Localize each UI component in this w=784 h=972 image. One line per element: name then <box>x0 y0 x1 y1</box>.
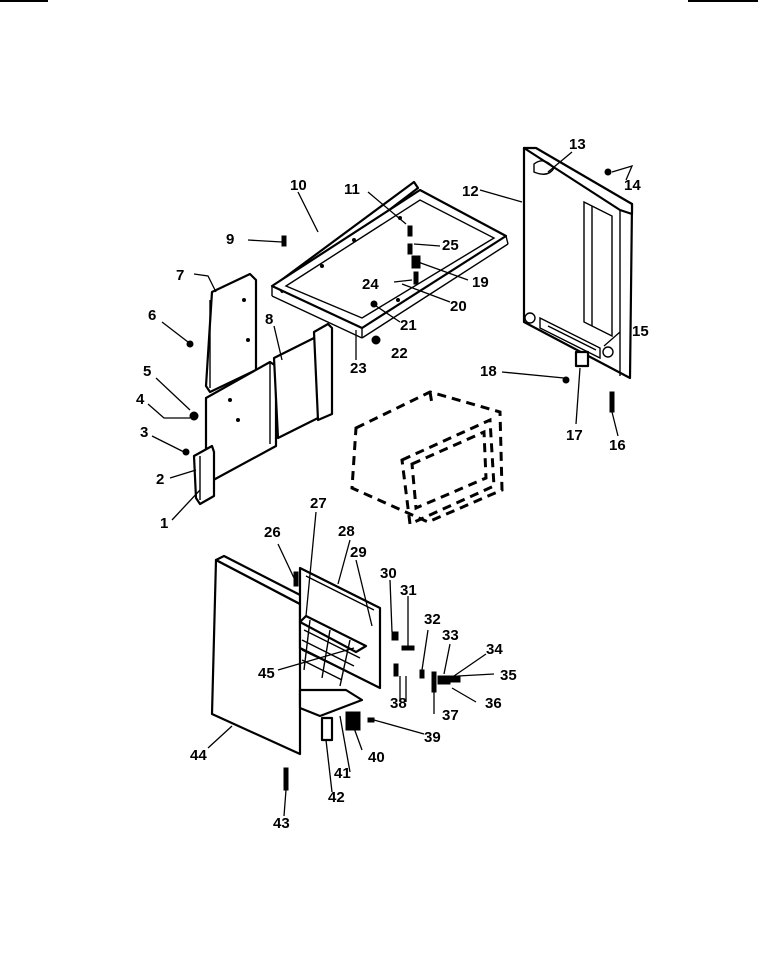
callout-26: 26 <box>264 524 281 541</box>
top-edge-mark-left <box>0 0 48 2</box>
callout-14: 14 <box>624 177 641 194</box>
callout-1: 1 <box>160 515 168 532</box>
callout-16: 16 <box>609 437 626 454</box>
left-side-panel <box>192 272 334 506</box>
callout-3: 3 <box>140 424 148 441</box>
callout-2: 2 <box>156 471 164 488</box>
callout-31: 31 <box>400 582 417 599</box>
callout-36: 36 <box>485 695 502 712</box>
callout-30: 30 <box>380 565 397 582</box>
callout-40: 40 <box>368 749 385 766</box>
callout-10: 10 <box>290 177 307 194</box>
callout-37: 37 <box>442 707 459 724</box>
callout-18: 18 <box>480 363 497 380</box>
callout-33: 33 <box>442 627 459 644</box>
top-panel <box>270 180 509 339</box>
callout-17: 17 <box>566 427 583 444</box>
callout-6: 6 <box>148 307 156 324</box>
callout-23: 23 <box>350 360 367 377</box>
callout-38: 38 <box>390 695 407 712</box>
oven-rack <box>298 614 368 687</box>
callout-35: 35 <box>500 667 517 684</box>
callout-24: 24 <box>362 276 379 293</box>
callout-8: 8 <box>265 311 273 328</box>
callout-22: 22 <box>391 345 408 362</box>
callout-5: 5 <box>143 363 151 380</box>
callout-20: 20 <box>450 298 467 315</box>
callout-25: 25 <box>442 237 459 254</box>
door-assembly <box>210 554 382 756</box>
callout-27: 27 <box>310 495 327 512</box>
callout-21: 21 <box>400 317 417 334</box>
leader-lines <box>147 151 634 817</box>
callout-43: 43 <box>273 815 290 832</box>
hardware-fasteners <box>182 168 615 791</box>
callout-45: 45 <box>258 665 275 682</box>
callout-13: 13 <box>569 136 586 153</box>
top-edge-mark-right <box>688 0 758 2</box>
callout-41: 41 <box>334 765 351 782</box>
callout-15: 15 <box>632 323 649 340</box>
callout-19: 19 <box>472 274 489 291</box>
callout-12: 12 <box>462 183 479 200</box>
callout-34: 34 <box>486 641 503 658</box>
callout-44: 44 <box>190 747 207 764</box>
callout-28: 28 <box>338 523 355 540</box>
callout-39: 39 <box>424 729 441 746</box>
right-side-panel <box>522 146 634 380</box>
oven-cavity-outline <box>350 390 504 527</box>
callout-32: 32 <box>424 611 441 628</box>
callout-labels: 1 2 3 4 5 6 7 8 9 10 11 12 13 14 15 16 1… <box>136 136 649 832</box>
callout-4: 4 <box>136 391 145 408</box>
callout-7: 7 <box>176 267 184 284</box>
callout-9: 9 <box>226 231 234 248</box>
callout-11: 11 <box>344 181 360 198</box>
callout-29: 29 <box>350 544 367 561</box>
callout-42: 42 <box>328 789 345 806</box>
